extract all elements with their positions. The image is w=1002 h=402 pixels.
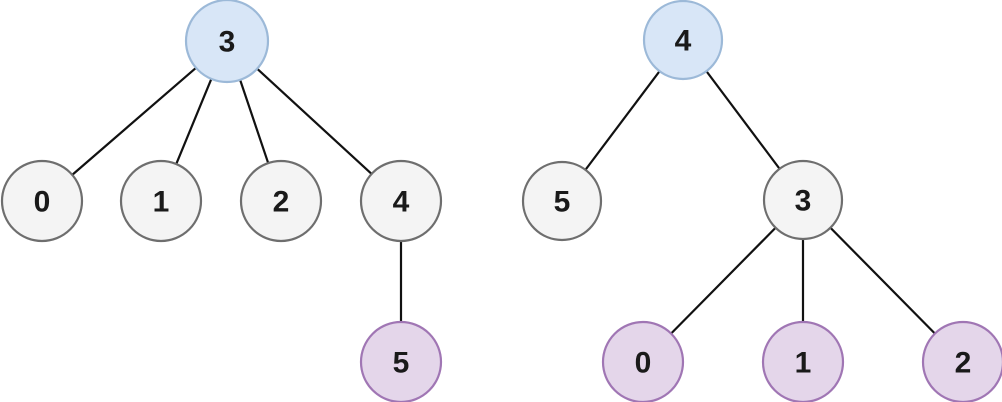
node-label-4: 4 xyxy=(675,25,692,58)
node-4[interactable]: 4 xyxy=(642,0,724,81)
node-circle-4[interactable] xyxy=(642,0,724,81)
node-circle-3[interactable] xyxy=(762,159,844,241)
node-2[interactable]: 2 xyxy=(921,320,1002,402)
node-circle-2[interactable] xyxy=(239,159,323,243)
edge-3-0 xyxy=(669,226,778,336)
node-label-3: 3 xyxy=(795,185,812,218)
node-circle-5[interactable] xyxy=(359,320,443,402)
node-circle-0[interactable] xyxy=(601,320,685,402)
node-circle-2[interactable] xyxy=(921,320,1002,402)
node-0[interactable]: 0 xyxy=(601,320,685,402)
node-label-2: 2 xyxy=(273,186,290,219)
node-circle-1[interactable] xyxy=(119,159,203,243)
edge-4-3 xyxy=(704,69,782,171)
right-tree-edges xyxy=(583,69,937,336)
node-3[interactable]: 3 xyxy=(762,159,844,241)
node-5[interactable]: 5 xyxy=(521,160,603,242)
node-label-1: 1 xyxy=(795,347,812,380)
node-label-0: 0 xyxy=(635,347,652,380)
node-circle-5[interactable] xyxy=(521,160,603,242)
edge-3-1 xyxy=(174,77,213,166)
node-circle-0[interactable] xyxy=(0,159,84,243)
node-1[interactable]: 1 xyxy=(119,159,203,243)
edge-3-4 xyxy=(255,67,374,176)
node-circle-3[interactable] xyxy=(184,0,270,84)
node-3[interactable]: 3 xyxy=(184,0,270,84)
edge-3-2 xyxy=(828,226,937,336)
node-0[interactable]: 0 xyxy=(0,159,84,243)
node-5[interactable]: 5 xyxy=(359,320,443,402)
node-circle-4[interactable] xyxy=(359,159,443,243)
node-label-4: 4 xyxy=(393,186,410,219)
node-1[interactable]: 1 xyxy=(761,320,845,402)
node-label-2: 2 xyxy=(955,347,972,380)
edge-3-0 xyxy=(70,66,198,177)
node-label-0: 0 xyxy=(34,186,51,219)
node-4[interactable]: 4 xyxy=(359,159,443,243)
edge-4-5 xyxy=(583,69,662,172)
node-label-3: 3 xyxy=(219,26,236,59)
node-label-5: 5 xyxy=(393,347,410,380)
node-label-5: 5 xyxy=(554,186,571,219)
edges-layer xyxy=(70,66,937,336)
left-tree-nodes: 3 0 1 2 4 5 xyxy=(0,0,443,402)
node-2[interactable]: 2 xyxy=(239,159,323,243)
edge-3-2 xyxy=(238,78,270,165)
left-tree-edges xyxy=(70,66,403,323)
node-circle-1[interactable] xyxy=(761,320,845,402)
right-tree-nodes: 4 5 3 0 1 2 xyxy=(521,0,1002,402)
node-label-1: 1 xyxy=(153,186,170,219)
